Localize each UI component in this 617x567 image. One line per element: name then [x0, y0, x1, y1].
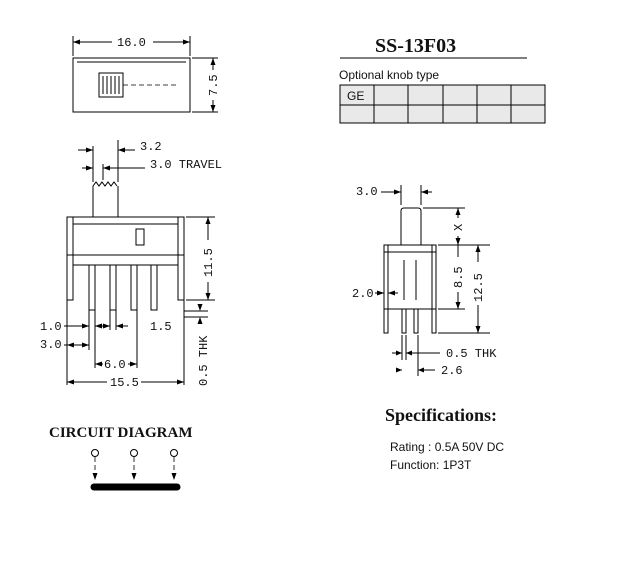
knob-table-title: Optional knob type [339, 68, 439, 82]
terminal-3 [170, 449, 178, 457]
specs-title: Specifications: [385, 405, 497, 425]
knob-table: GE [339, 84, 546, 124]
side-body-height-dim: 8.5 [452, 266, 466, 288]
front-pin-3 [130, 264, 138, 311]
pin-width-dim: 1.0 [40, 320, 62, 334]
front-body [66, 216, 185, 256]
knob-cell-ge: GE [347, 89, 364, 103]
top-height-dim: 7.5 [207, 74, 221, 96]
specifications: Specifications: Rating : 0.5A 50V DC Fun… [385, 405, 504, 472]
front-knob [92, 186, 119, 218]
side-view: 3.0 X 8.5 12.5 2.0 0 [352, 185, 497, 378]
front-leg-left [66, 254, 74, 301]
circuit-diagram: CIRCUIT DIAGRAM [49, 425, 192, 491]
front-thickness-dim: 0.5 THK [197, 335, 211, 386]
front-pin-1 [88, 264, 96, 311]
terminal-2 [130, 449, 138, 457]
pin-offset-dim: 3.0 [40, 338, 62, 352]
side-total-height-dim: 12.5 [472, 273, 486, 302]
side-body [383, 244, 437, 310]
top-view: 16.0 7.5 [72, 36, 221, 113]
pitch-dim: 6.0 [104, 358, 126, 372]
front-pin-2 [109, 264, 117, 311]
front-knob-dim: 3.2 [140, 140, 162, 154]
front-view: 3.2 3.0 TRAVEL 11.5 0.5 THK 1.0 [40, 140, 222, 390]
header-block: SS-13F03 Optional knob type [339, 35, 527, 82]
side-knob-height-dim: X [452, 224, 466, 231]
top-view-body [72, 57, 191, 113]
terminal-1 [91, 449, 99, 457]
side-pin-span-dim: 2.6 [441, 364, 463, 378]
front-height-dim: 11.5 [202, 248, 216, 277]
side-base-dim: 2.0 [352, 287, 374, 301]
overall-width-dim: 15.5 [110, 376, 139, 390]
pin-gap-dim: 1.5 [150, 320, 172, 334]
knob-texture [102, 76, 120, 94]
travel-dim: 3.0 TRAVEL [150, 158, 222, 172]
side-thickness-dim: 0.5 THK [446, 347, 497, 361]
spec-function: Function: 1P3T [390, 458, 472, 472]
front-leg-right [177, 254, 185, 301]
spec-rating: Rating : 0.5A 50V DC [390, 440, 504, 454]
part-number: SS-13F03 [375, 35, 456, 57]
side-knob-dim: 3.0 [356, 185, 378, 199]
side-knob [400, 207, 422, 245]
top-width-dim: 16.0 [117, 36, 146, 50]
circuit-title: CIRCUIT DIAGRAM [49, 425, 192, 441]
